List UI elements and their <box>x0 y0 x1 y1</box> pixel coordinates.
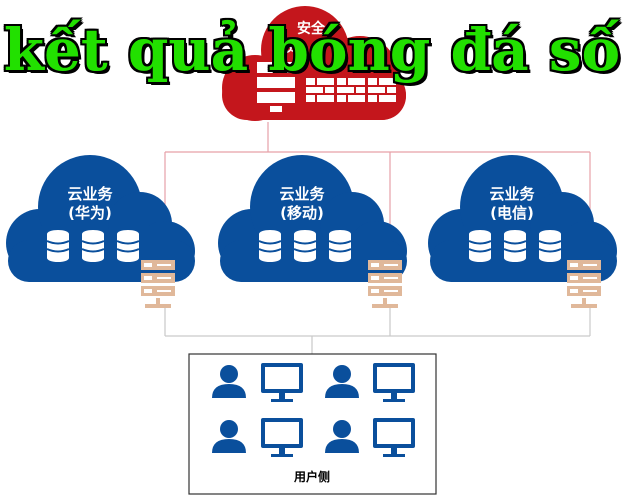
lower-connectors <box>164 305 591 354</box>
cloud-mobile: 云业务 (移动) <box>218 155 407 282</box>
database-icon <box>468 229 492 263</box>
firewall-brick-icon <box>306 78 396 102</box>
database-icon <box>81 229 105 263</box>
database-icon <box>258 229 282 263</box>
database-icon <box>46 229 70 263</box>
user-side-label: 用户侧 <box>293 469 330 484</box>
security-cloud: 安全 资 <box>222 6 406 121</box>
cloud-huawei: 云业务 (华为) <box>6 155 195 282</box>
cloud-label-2: 云业务 <box>279 185 325 203</box>
security-cloud-label-1: 安全 <box>297 20 326 37</box>
cloud-sublabel-3: (电信) <box>490 204 534 222</box>
database-icon <box>503 229 527 263</box>
database-icon <box>293 229 317 263</box>
gateway-server-icon <box>567 260 601 308</box>
cloud-sublabel-2: (移动) <box>280 204 324 222</box>
database-icon <box>538 229 562 263</box>
database-icon <box>116 229 140 263</box>
gateway-server-icon <box>141 260 175 308</box>
security-cloud-label-2: 资 <box>284 39 298 56</box>
gateway-server-icon <box>368 260 402 308</box>
cloud-label-1: 云业务 <box>67 185 113 203</box>
database-icon <box>328 229 352 263</box>
user-side-box: 用户侧 <box>188 353 437 495</box>
cloud-label-3: 云业务 <box>489 185 535 203</box>
cloud-sublabel-1: (华为) <box>68 204 112 222</box>
server-rack-icon <box>257 62 295 112</box>
